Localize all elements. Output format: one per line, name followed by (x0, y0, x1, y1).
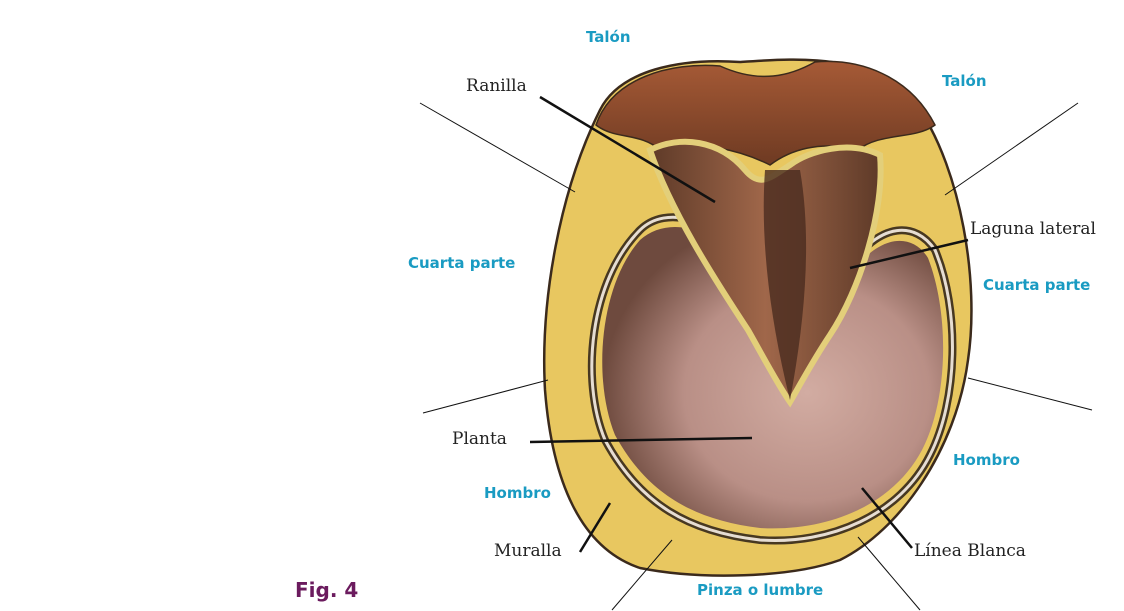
label-sole: Planta (452, 429, 507, 449)
label-heel-right: Talón (942, 72, 987, 90)
label-frog: Ranilla (466, 76, 527, 96)
label-quarter-left: Cuarta parte (408, 254, 515, 272)
label-wall: Muralla (494, 541, 562, 561)
label-lateral-groove: Laguna lateral (970, 219, 1096, 239)
label-quarter-right: Cuarta parte (983, 276, 1090, 294)
label-toe: Pinza o lumbre (697, 581, 823, 599)
label-shoulder-left: Hombro (484, 484, 551, 502)
figure-label: Fig. 4 (295, 578, 358, 602)
label-shoulder-right: Hombro (953, 451, 1020, 469)
label-white-line: Línea Blanca (914, 541, 1026, 561)
label-heel-left: Talón (586, 28, 631, 46)
